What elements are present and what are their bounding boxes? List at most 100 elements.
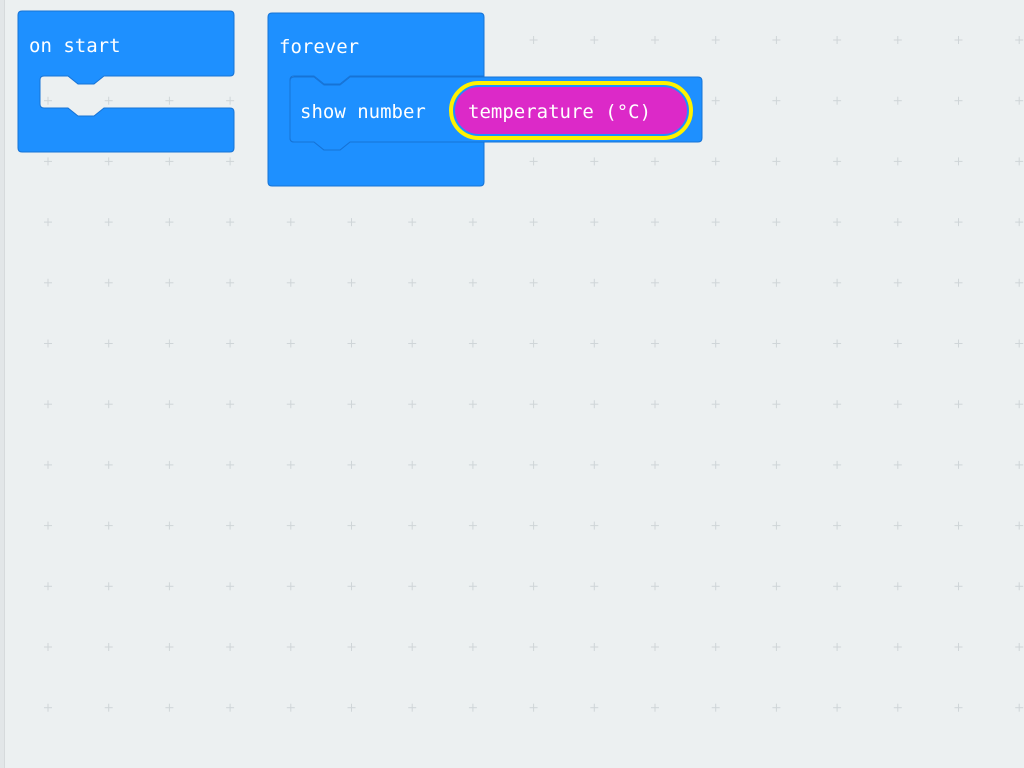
grid-mark [529,643,538,651]
temperature-label: temperature (°C) [468,101,651,123]
grid-mark [1015,96,1024,105]
grid-mark [468,339,477,348]
grid-mark [408,278,417,287]
grid-mark [954,218,963,227]
grid-mark [954,703,963,712]
grid-mark [104,218,113,227]
grid-mark [711,400,720,409]
grid-mark [529,157,538,166]
grid-mark [893,400,902,409]
grid-mark [226,703,235,712]
grid-mark [347,521,356,530]
grid-mark [954,400,963,409]
grid-mark [165,157,174,166]
grid-mark [44,582,52,591]
grid-mark [44,157,52,166]
grid-mark [772,339,781,348]
grid-mark [44,521,52,530]
grid-mark [104,460,113,469]
grid-mark [165,521,174,530]
grid-mark [954,582,963,591]
grid-mark [286,460,295,469]
grid-mark [772,582,781,591]
grid-mark [286,339,295,348]
grid-mark [590,582,599,591]
grid-mark [408,218,417,227]
grid-mark [772,157,781,166]
on-start-label: on start [29,35,121,57]
grid-mark [893,278,902,287]
grid-mark [893,96,902,105]
grid-mark [408,643,417,651]
grid-mark [833,157,842,166]
grid-mark [529,582,538,591]
grid-mark [226,400,235,409]
grid-mark [893,36,902,44]
grid-mark [954,460,963,469]
grid-mark [954,157,963,166]
on-start-block-shape[interactable] [17,10,235,153]
grid-mark [529,36,538,44]
grid-mark [44,703,52,712]
grid-mark [590,643,599,651]
grid-mark [286,582,295,591]
grid-mark [954,521,963,530]
grid-mark [772,36,781,44]
grid-mark [408,400,417,409]
grid-mark [286,521,295,530]
grid-mark [104,643,113,651]
grid-mark [408,460,417,469]
grid-mark [468,521,477,530]
temperature-reporter-shape[interactable] [455,87,687,134]
grid-mark [1015,703,1024,712]
grid-mark [408,521,417,530]
grid-mark [893,218,902,227]
grid-mark [44,339,52,348]
workspace-left-edge [0,0,5,768]
grid-mark [529,218,538,227]
grid-mark [590,521,599,530]
grid-mark [468,582,477,591]
grid-mark [833,36,842,44]
grid-mark [408,582,417,591]
grid-mark [104,339,113,348]
grid-mark [590,278,599,287]
grid-mark [711,96,720,105]
grid-mark [347,278,356,287]
grid-mark [1015,521,1024,530]
grid-mark [651,218,659,227]
grid-mark [651,643,659,651]
grid-mark [711,703,720,712]
grid-mark [468,643,477,651]
grid-mark [347,703,356,712]
grid-mark [590,339,599,348]
grid-mark [165,96,174,105]
grid-mark [347,460,356,469]
grid-mark [165,400,174,409]
grid-mark [893,157,902,166]
grid-mark [1015,339,1024,348]
grid-mark [590,460,599,469]
grid-mark [833,460,842,469]
grid-mark [44,218,52,227]
temperature-reporter[interactable]: temperature (°C) [449,81,693,140]
grid-mark [954,339,963,348]
grid-mark [954,36,963,44]
grid-mark [590,703,599,712]
grid-mark [772,400,781,409]
temperature-selection-outline [449,81,693,140]
grid-mark [44,400,52,409]
grid-mark [833,521,842,530]
grid-mark [833,703,842,712]
grid-mark [226,96,235,105]
on-start-block[interactable]: on start [17,10,235,153]
grid-mark [772,521,781,530]
grid-mark [772,96,781,105]
grid-mark [468,400,477,409]
grid-mark [590,218,599,227]
grid-mark [468,460,477,469]
grid-mark [772,460,781,469]
grid-mark [165,218,174,227]
